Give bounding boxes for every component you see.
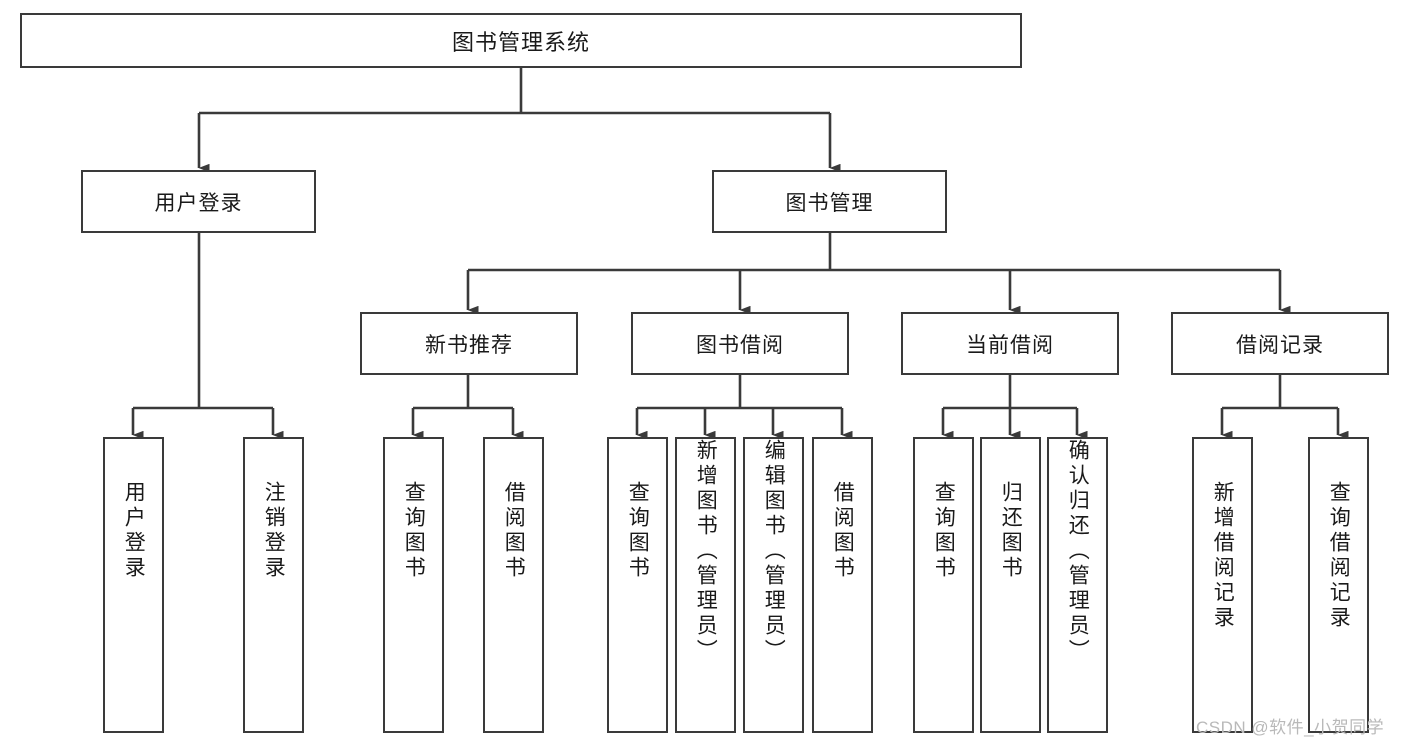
leaf-label: 注销登录 bbox=[262, 481, 286, 581]
leaf-label: 查询借阅记录 bbox=[1327, 481, 1351, 631]
leaf-user-login-login[interactable]: 用户登录 bbox=[103, 437, 164, 733]
leaf-current-borrow-return[interactable]: 归还图书 bbox=[980, 437, 1041, 733]
node-user-login[interactable]: 用户登录 bbox=[81, 170, 316, 233]
leaf-label: 归还图书 bbox=[999, 481, 1023, 581]
leaf-label: 新增借阅记录 bbox=[1211, 481, 1235, 631]
node-book-management[interactable]: 图书管理 bbox=[712, 170, 947, 233]
node-borrow-record[interactable]: 借阅记录 bbox=[1171, 312, 1389, 375]
leaf-label: 编辑图书（管理员） bbox=[762, 439, 786, 664]
leaf-book-borrow-edit[interactable]: 编辑图书（管理员） bbox=[743, 437, 804, 733]
leaf-borrow-record-add[interactable]: 新增借阅记录 bbox=[1192, 437, 1253, 733]
node-current-borrow[interactable]: 当前借阅 bbox=[901, 312, 1119, 375]
leaf-new-book-borrow[interactable]: 借阅图书 bbox=[483, 437, 544, 733]
leaf-user-login-logout[interactable]: 注销登录 bbox=[243, 437, 304, 733]
node-new-book-recommend[interactable]: 新书推荐 bbox=[360, 312, 578, 375]
leaf-new-book-query[interactable]: 查询图书 bbox=[383, 437, 444, 733]
leaf-label: 借阅图书 bbox=[831, 481, 855, 581]
leaf-book-borrow-query[interactable]: 查询图书 bbox=[607, 437, 668, 733]
leaf-label: 借阅图书 bbox=[502, 481, 526, 581]
leaf-label: 确认归还（管理员） bbox=[1066, 439, 1090, 664]
csdn-watermark: CSDN @软件_小贺同学 bbox=[1196, 718, 1385, 737]
node-root-system[interactable]: 图书管理系统 bbox=[20, 13, 1022, 68]
leaf-label: 新增图书（管理员） bbox=[694, 439, 718, 664]
leaf-current-borrow-confirm-return[interactable]: 确认归还（管理员） bbox=[1047, 437, 1108, 733]
leaf-book-borrow-add[interactable]: 新增图书（管理员） bbox=[675, 437, 736, 733]
leaf-current-borrow-query[interactable]: 查询图书 bbox=[913, 437, 974, 733]
leaf-label: 查询图书 bbox=[626, 481, 650, 581]
leaf-label: 查询图书 bbox=[402, 481, 426, 581]
leaf-borrow-record-query[interactable]: 查询借阅记录 bbox=[1308, 437, 1369, 733]
leaf-label: 查询图书 bbox=[932, 481, 956, 581]
node-book-borrow[interactable]: 图书借阅 bbox=[631, 312, 849, 375]
leaf-label: 用户登录 bbox=[122, 481, 146, 581]
leaf-book-borrow-borrow[interactable]: 借阅图书 bbox=[812, 437, 873, 733]
